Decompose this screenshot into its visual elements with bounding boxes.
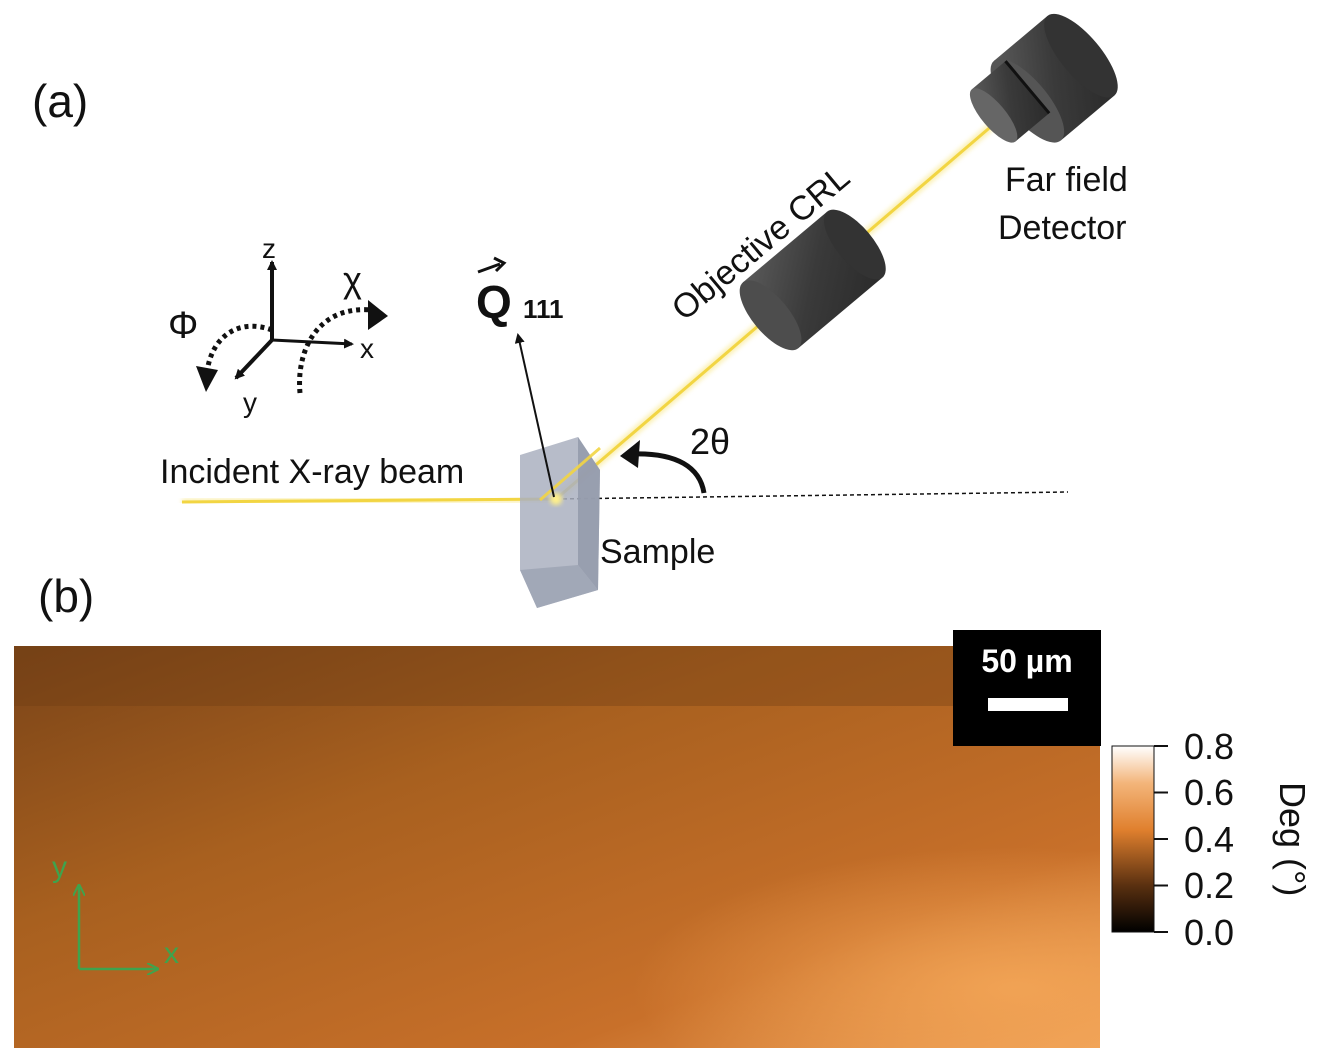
panel-a-label: (a) [32,75,88,127]
colorbar [1111,745,1168,933]
q-vector-arrow [514,333,555,498]
colorbar-tick-2: 0.4 [1184,819,1234,860]
colorbar-tick-1: 0.6 [1184,772,1234,813]
phi-label: Φ [168,305,198,347]
beam-spot [539,446,601,502]
scale-bar: 50 µm [953,630,1101,746]
vector-overarrow [477,262,501,274]
sample-block [520,437,600,608]
tilt-map-image [14,646,1100,1048]
map-axes [79,886,157,969]
chi-arrowhead [368,300,388,330]
svg-text:111: 111 [523,294,564,324]
map-axis-x-label: x [164,937,179,970]
far-field-detector [969,13,1118,143]
sample-label: Sample [600,533,715,571]
reference-dashed-line [555,491,1069,500]
svg-text:Q: Q [476,276,512,328]
colorbar-title: Deg (°) [1272,782,1313,896]
detector-label-line1: Far field [1005,161,1128,199]
map-axis-y-label: y [52,851,67,884]
q-vector-label: Q 111 [476,256,564,328]
panel-b-label: (b) [38,570,94,622]
colorbar-tick-3: 0.2 [1184,865,1234,906]
scale-bar-label: 50 µm [981,643,1072,679]
beam-spot-glow [550,493,562,505]
incident-beam [181,495,557,506]
axes-triad [234,260,354,380]
colorbar-tick-4: 0.0 [1184,912,1234,953]
axis-y-label: y [243,387,257,418]
incident-beam-label: Incident X-ray beam [160,453,464,491]
objective-crl-lens [739,209,886,351]
axis-x-label: x [360,333,374,364]
two-theta-arrowhead [620,440,640,468]
chi-label: χ [343,259,362,300]
detector-label-line2: Detector [998,209,1127,247]
two-theta-arc-arrow [629,451,707,494]
colorbar-tick-0: 0.8 [1184,726,1234,767]
two-theta-label: 2θ [690,421,730,462]
phi-rotation-arrow [204,323,273,373]
axis-z-label: z [262,233,276,264]
phi-arrowhead [196,366,218,392]
